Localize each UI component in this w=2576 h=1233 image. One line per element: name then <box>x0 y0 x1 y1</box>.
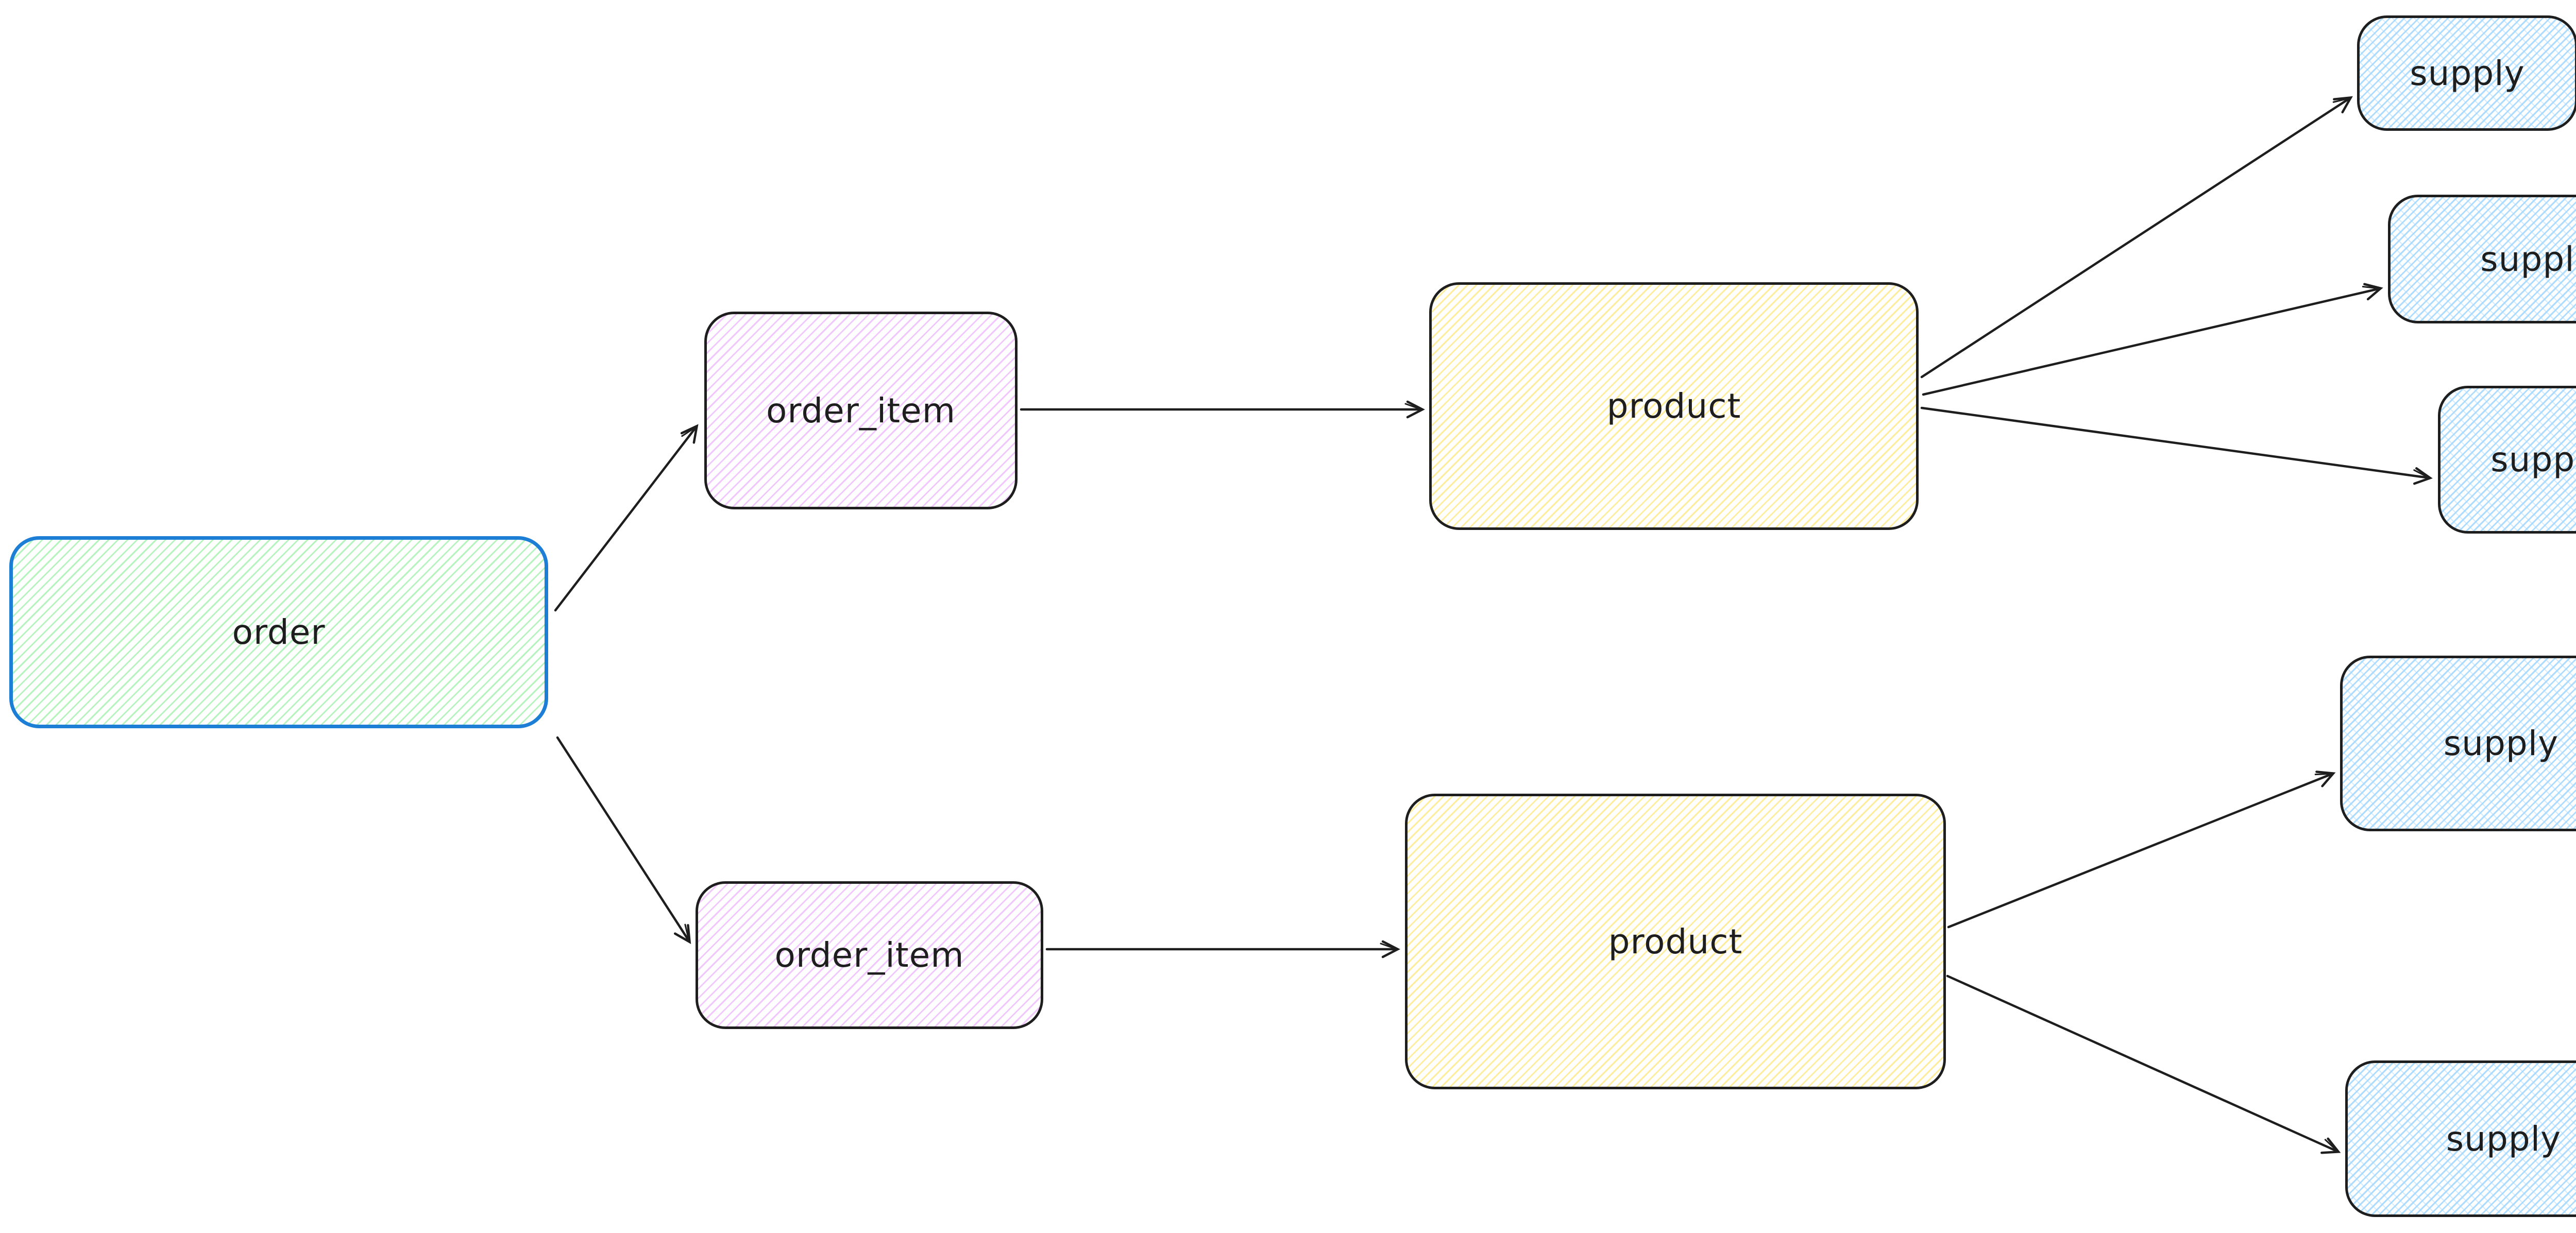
arrow-product-1-to-supply-1[interactable] <box>1920 96 2353 379</box>
node-order-item-2[interactable]: order_item <box>696 881 1043 1029</box>
node-product-2[interactable]: product <box>1405 794 1946 1089</box>
node-supply-1[interactable]: supply <box>2357 15 2576 131</box>
node-order-item-2-label: order_item <box>774 935 964 975</box>
node-order-item-1-label: order_item <box>766 390 956 431</box>
node-supply-1-label: supply <box>2410 53 2525 93</box>
node-supply-2[interactable]: supply <box>2388 195 2576 323</box>
node-supply-4-label: supply <box>2443 724 2559 763</box>
node-order-item-1[interactable]: order_item <box>704 312 1018 509</box>
node-supply-3[interactable]: supply <box>2438 386 2576 534</box>
node-order-label: order <box>232 612 326 652</box>
arrow-product-2-to-supply-5[interactable] <box>1946 974 2341 1154</box>
arrow-order-to-order-item-2[interactable] <box>556 736 691 944</box>
node-product-1[interactable]: product <box>1429 282 1919 530</box>
node-supply-4[interactable]: supply <box>2340 656 2576 831</box>
node-order[interactable]: order <box>9 536 548 728</box>
arrow-product-1-to-supply-2[interactable] <box>1922 283 2383 396</box>
node-supply-5[interactable]: supply <box>2345 1060 2576 1217</box>
arrow-product-1-to-supply-3[interactable] <box>1920 406 2433 485</box>
node-supply-2-label: supply <box>2480 239 2576 279</box>
arrow-product-2-to-supply-4[interactable] <box>1947 770 2336 929</box>
arrow-order-to-order-item-1[interactable] <box>554 424 699 612</box>
node-product-1-label: product <box>1606 386 1741 426</box>
node-supply-3-label: supply <box>2490 440 2576 480</box>
node-supply-5-label: supply <box>2446 1119 2562 1159</box>
node-product-2-label: product <box>1608 921 1743 962</box>
